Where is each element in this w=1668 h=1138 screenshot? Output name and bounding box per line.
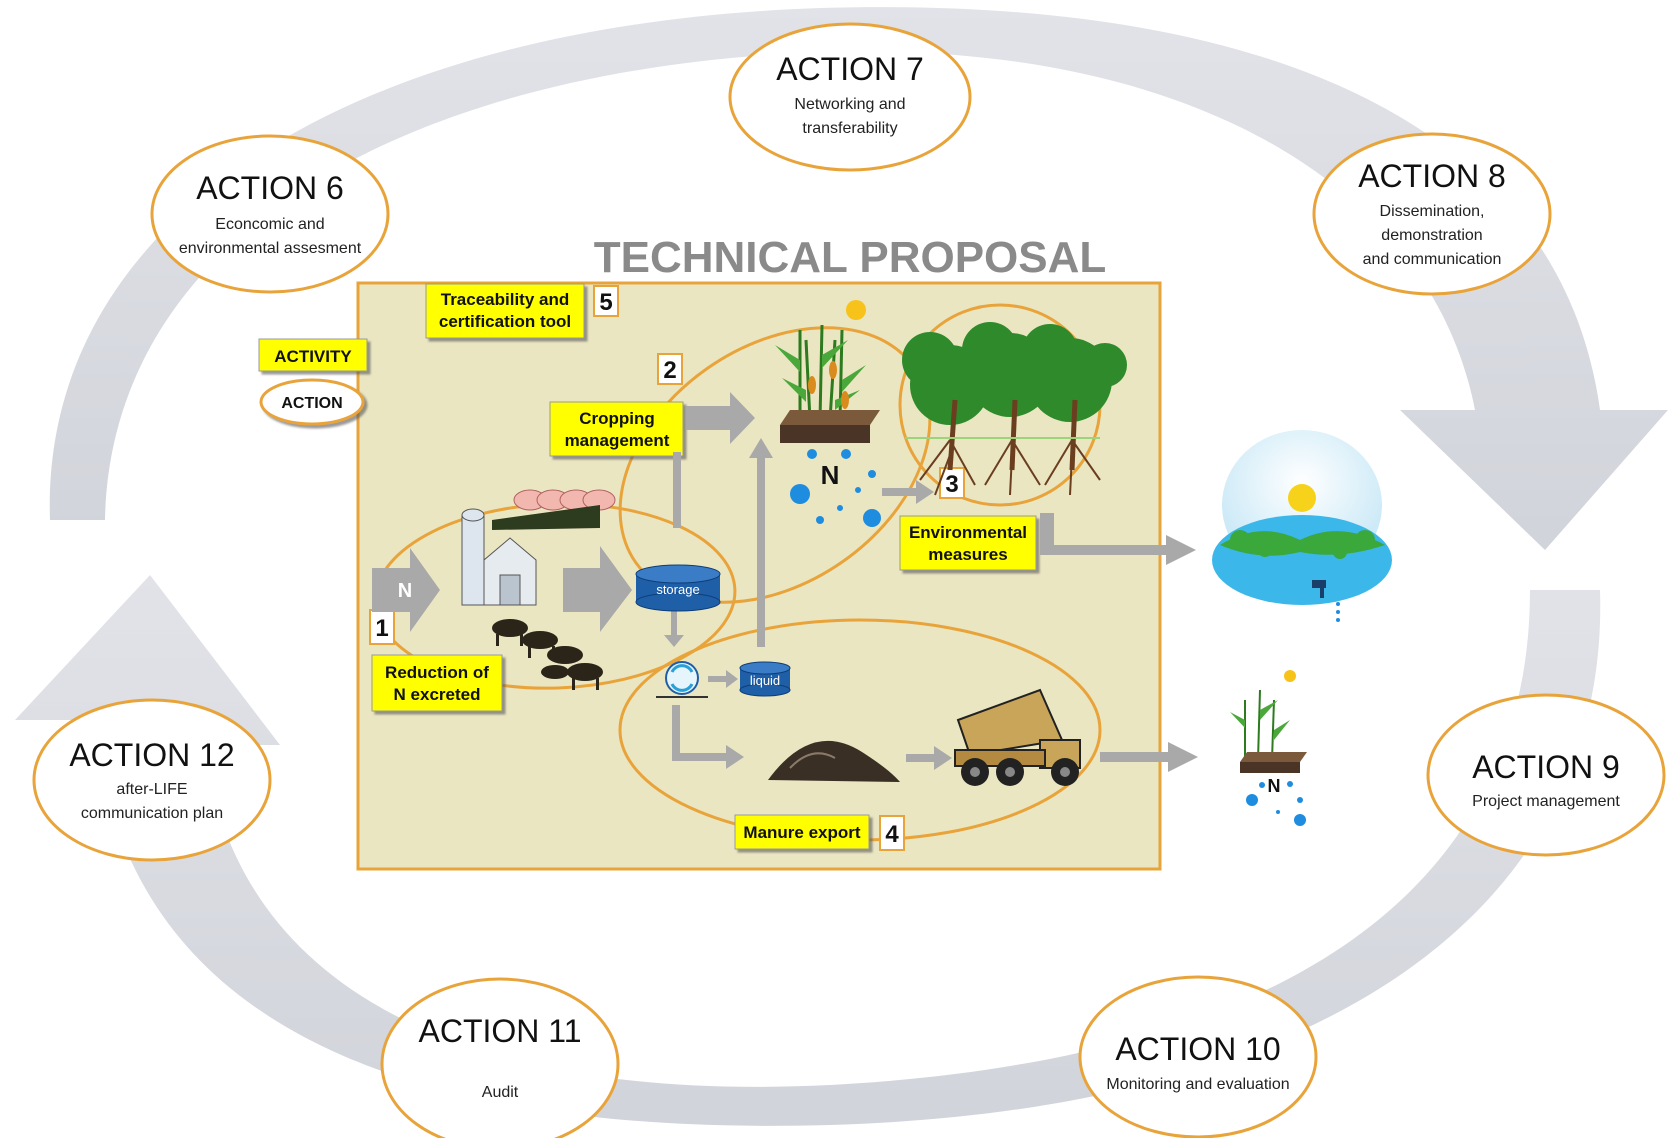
action-12-line-1: after-LIFE bbox=[116, 781, 187, 798]
action-6-line-1: Econcomic and bbox=[215, 216, 324, 233]
activity-3-line-1: Environmental bbox=[909, 523, 1027, 542]
activity-1-line-1: Reduction of bbox=[385, 663, 489, 682]
action-11-heading: ACTION 11 bbox=[419, 1013, 582, 1049]
action-12-line-2: communication plan bbox=[81, 805, 223, 822]
activity-5: Traceability and certification tool 5 bbox=[425, 283, 619, 339]
silo-icon bbox=[461, 514, 485, 606]
action-6-heading: ACTION 6 bbox=[196, 170, 344, 206]
legend-activity-box bbox=[258, 338, 368, 372]
action-6-line-2: environmental assesment bbox=[179, 240, 362, 257]
action-12-heading: ACTION 12 bbox=[69, 737, 234, 773]
action-7-heading: ACTION 7 bbox=[776, 51, 924, 87]
cows-icon bbox=[492, 619, 603, 690]
arrow-truck-export bbox=[1168, 742, 1198, 772]
barn-icon bbox=[483, 537, 537, 606]
action-8-heading: ACTION 8 bbox=[1358, 158, 1506, 194]
activity-4-line-1: Manure export bbox=[743, 823, 860, 842]
activity-4: Manure export 4 bbox=[734, 814, 905, 851]
action-11: ACTION 11 Audit bbox=[380, 977, 620, 1138]
ring-arrow-bottom bbox=[15, 575, 1601, 1126]
action-11-line-1: Audit bbox=[482, 1084, 519, 1101]
arrow-separator-solid bbox=[726, 745, 744, 769]
flow-arrows bbox=[372, 392, 1198, 772]
action-12: ACTION 12 after-LIFE communication plan bbox=[32, 698, 272, 862]
trees-illustration bbox=[902, 322, 1127, 496]
arrow-farm-storage bbox=[563, 546, 632, 632]
activity-5-line-2: certification tool bbox=[439, 312, 571, 331]
arrow-crops-environment bbox=[916, 480, 934, 504]
action-10-heading: ACTION 10 bbox=[1115, 1031, 1280, 1067]
nitrate-drops bbox=[790, 449, 881, 527]
storage-tank: storage bbox=[635, 564, 721, 612]
action-10-line-1: Monitoring and evaluation bbox=[1106, 1076, 1289, 1093]
activity-3-line-2: measures bbox=[928, 545, 1007, 564]
n-input-label: N bbox=[398, 580, 412, 602]
diagram-title: TECHNICAL PROPOSAL bbox=[594, 233, 1107, 282]
arrow-storage-up bbox=[673, 452, 681, 528]
manure-heap-icon bbox=[768, 740, 900, 782]
arrow-liquid-crops bbox=[749, 438, 773, 458]
activity-5-number: 5 bbox=[599, 289, 612, 316]
cycle-ring bbox=[15, 7, 1668, 1126]
arrow-environment-pond bbox=[1166, 535, 1196, 565]
arrow-cropping-crops bbox=[686, 392, 755, 444]
action-8-line-2: demonstration bbox=[1381, 227, 1482, 244]
separator-icon bbox=[656, 661, 708, 698]
farm-illustration bbox=[461, 489, 616, 690]
activity-2: 2 Cropping management bbox=[549, 353, 684, 457]
action-8-line-1: Dissemination, bbox=[1380, 203, 1485, 220]
activity-1-number: 1 bbox=[375, 615, 388, 642]
storage-label: storage bbox=[656, 582, 699, 597]
ring-arrow-top bbox=[49, 7, 1668, 550]
legend-action-label: ACTION bbox=[281, 395, 342, 412]
arrow-storage-separator bbox=[664, 635, 684, 647]
action-6: ACTION 6 Econcomic and environmental ass… bbox=[150, 134, 390, 294]
activity-3-number: 3 bbox=[945, 471, 958, 498]
crop-soil-illustration: N bbox=[775, 300, 881, 527]
clean-water-illustration bbox=[1212, 430, 1392, 622]
legend: ACTIVITY ACTION bbox=[258, 338, 368, 426]
sun-icon bbox=[846, 300, 866, 320]
action-9-heading: ACTION 9 bbox=[1472, 749, 1620, 785]
liquid-label: liquid bbox=[750, 673, 780, 688]
small-crop-n-label: N bbox=[1268, 776, 1281, 796]
action-9-line-1: Project management bbox=[1472, 793, 1620, 810]
activity-1-line-2: N excreted bbox=[394, 685, 481, 704]
action-8-line-3: and communication bbox=[1363, 251, 1502, 268]
activity-2-line-1: Cropping bbox=[579, 409, 655, 428]
small-crop-illustration: N bbox=[1230, 670, 1307, 826]
action-9: ACTION 9 Project management bbox=[1426, 693, 1666, 857]
action-7: ACTION 7 Networking and transferability bbox=[728, 22, 972, 172]
activity-2-line-2: management bbox=[565, 431, 670, 450]
legend-activity-label: ACTIVITY bbox=[274, 347, 352, 366]
dump-truck-icon bbox=[954, 688, 1081, 786]
legend-action-ellipse bbox=[259, 378, 365, 426]
crop-n-label: N bbox=[821, 460, 840, 490]
arrow-n-input bbox=[372, 548, 440, 632]
activity-4-number: 4 bbox=[885, 821, 899, 848]
activity-5-line-1: Traceability and bbox=[441, 290, 570, 309]
arrow-solid-truck bbox=[934, 746, 952, 770]
action-8: ACTION 8 Dissemination, demonstration an… bbox=[1312, 132, 1552, 296]
pond-sun-icon bbox=[1288, 484, 1316, 512]
action-7-line-2: transferability bbox=[802, 120, 897, 137]
pigs-icon bbox=[492, 489, 616, 530]
liquid-tank: liquid bbox=[739, 661, 791, 697]
arrow-separator-liquid bbox=[726, 670, 738, 688]
activity-2-number: 2 bbox=[663, 357, 676, 384]
action-7-line-1: Networking and bbox=[794, 96, 905, 113]
action-10: ACTION 10 Monitoring and evaluation bbox=[1078, 975, 1318, 1138]
